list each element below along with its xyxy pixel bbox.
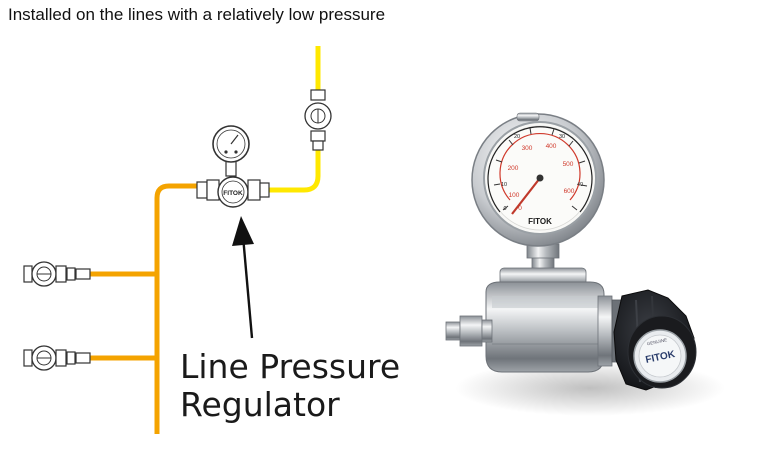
regulator-schematic-icon: FITOK	[196, 125, 270, 208]
regulator-body-photo	[485, 267, 605, 373]
inlet-fitting-photo	[445, 315, 493, 347]
gauge-scale-200: 200	[508, 165, 519, 172]
gauge-inner-20: 20	[514, 134, 520, 140]
gauge-scale-100: 100	[509, 192, 520, 199]
inlet-valve-lower-icon	[23, 345, 91, 371]
gauge-scale-0: 0	[518, 205, 522, 212]
callout-line-1: Line Pressure	[180, 347, 401, 386]
inlet-valve-upper-icon	[23, 261, 91, 287]
knob-ring-text: GENUINE	[646, 337, 667, 346]
gauge-brand-label: FITOK	[528, 217, 552, 226]
regulator-product-photo: 100 200 300 400 500 600 0 10 20 30 40 0 …	[445, 112, 725, 416]
regulator-callout-label: Line Pressure Regulator	[180, 348, 400, 424]
gauge-inner-40: 40	[577, 182, 583, 188]
gauge-scale-500: 500	[563, 161, 574, 168]
gauge-scale-300: 300	[522, 145, 533, 152]
schematic-brand-label: FITOK	[223, 190, 243, 197]
orange-supply-line	[90, 183, 198, 434]
outlet-valve-icon	[304, 89, 332, 151]
pressure-gauge-photo: 100 200 300 400 500 600 0 10 20 30 40 0 …	[471, 112, 605, 247]
yellow-outlet-pipe	[268, 150, 321, 193]
diagram-caption: Installed on the lines with a relatively…	[8, 5, 386, 24]
gauge-inner-10: 10	[501, 182, 507, 188]
yellow-outlet-line	[268, 46, 321, 193]
adjusting-knob-photo: FITOK GENUINE	[613, 289, 697, 391]
gauge-scale-600: 600	[564, 188, 575, 195]
pointer-arrow	[232, 216, 254, 339]
gauge-inner-0: 0	[503, 206, 506, 212]
gauge-needle	[511, 177, 541, 215]
gauge-scale-400: 400	[546, 143, 557, 150]
callout-line-2: Regulator	[180, 385, 340, 424]
orange-main-pipe	[154, 183, 198, 434]
gauge-inner-30: 30	[559, 134, 565, 140]
